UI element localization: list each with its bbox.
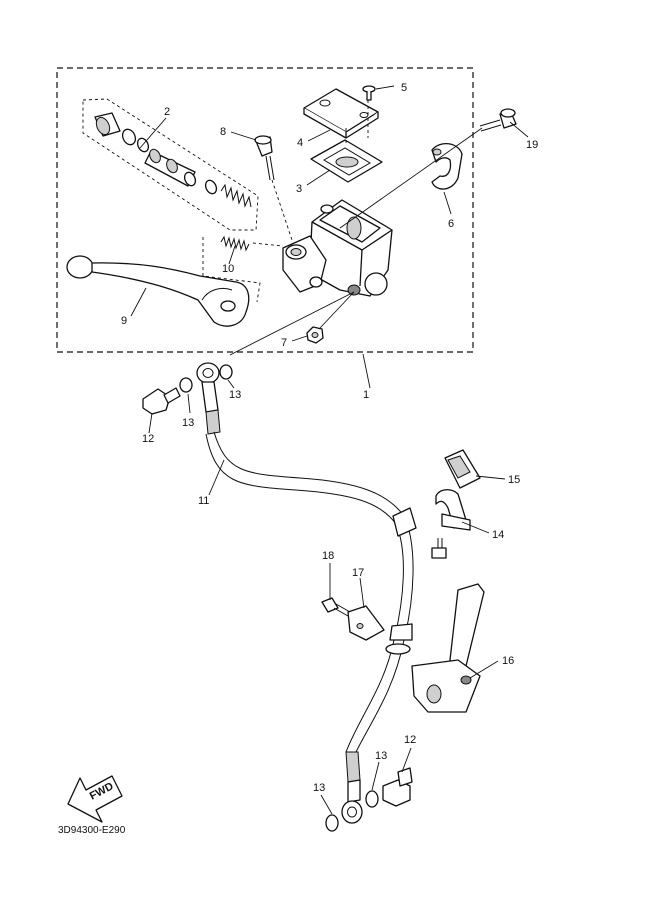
diaphragm: [310, 139, 383, 183]
reservoir-cap: [303, 88, 379, 139]
seal-ring-1: [121, 128, 137, 146]
document-code: 3D94300-E290: [58, 825, 126, 836]
brake-lever: [66, 255, 250, 327]
piston-cup: [94, 112, 121, 137]
forward-arrow-icon: FWD: [67, 775, 123, 823]
callout-13-c: 13: [375, 750, 387, 762]
assembly-boundary: [56, 67, 474, 353]
callout-1: 1: [363, 389, 369, 401]
callout-12-lower: 12: [404, 734, 416, 746]
callout-8: 8: [220, 126, 226, 138]
upper-banjo-fitting: [196, 362, 221, 435]
callout-6: 6: [448, 218, 454, 230]
callout-19: 19: [526, 139, 538, 151]
callout-7: 7: [281, 337, 287, 349]
lever-spring: [220, 235, 250, 252]
cap-screw: [362, 85, 376, 101]
copper-gasket-4: [365, 790, 379, 808]
piston-kit-group-outline: [82, 98, 259, 231]
lower-banjo-fitting: [341, 751, 363, 824]
hose-clamp-15: [444, 449, 481, 489]
callout-2: 2: [164, 106, 170, 118]
piston: [144, 148, 197, 187]
master-cylinder-body: [282, 199, 393, 297]
callout-11: 11: [198, 495, 209, 507]
leader-lines: [130, 85, 529, 815]
seal-ring-3: [204, 179, 218, 195]
clip-bolt: [431, 538, 447, 559]
callout-10: 10: [222, 263, 234, 275]
union-bolt-upper: [142, 387, 181, 415]
copper-gasket-1: [179, 377, 193, 393]
union-bolt-lower: [382, 767, 413, 807]
nut: [306, 326, 324, 344]
callout-13-d: 13: [313, 782, 325, 794]
clamp-bolt-18: [321, 597, 351, 617]
hose-clip-14: [435, 489, 471, 531]
callout-17: 17: [352, 567, 364, 579]
callout-9: 9: [121, 315, 127, 327]
callout-15: 15: [508, 474, 520, 486]
return-spring: [220, 183, 252, 208]
brake-hose: [205, 431, 417, 753]
callout-18: 18: [322, 550, 334, 562]
hose-clamp-17: [347, 605, 385, 641]
hose-bracket: [411, 583, 485, 713]
copper-gasket-2: [219, 364, 233, 380]
callout-13-b: 13: [229, 389, 241, 401]
callout-5: 5: [401, 82, 407, 94]
callout-14: 14: [492, 529, 504, 541]
pivot-bolt: [254, 135, 275, 181]
holder-bolt: [479, 108, 517, 132]
callout-16: 16: [502, 655, 514, 667]
copper-gasket-3: [325, 814, 339, 832]
callout-12-upper: 12: [142, 433, 154, 445]
callout-3: 3: [296, 183, 302, 195]
handlebar-holder: [431, 143, 463, 190]
piston-kit: [94, 112, 252, 208]
callout-13-a: 13: [182, 417, 194, 429]
callout-4: 4: [297, 137, 303, 149]
